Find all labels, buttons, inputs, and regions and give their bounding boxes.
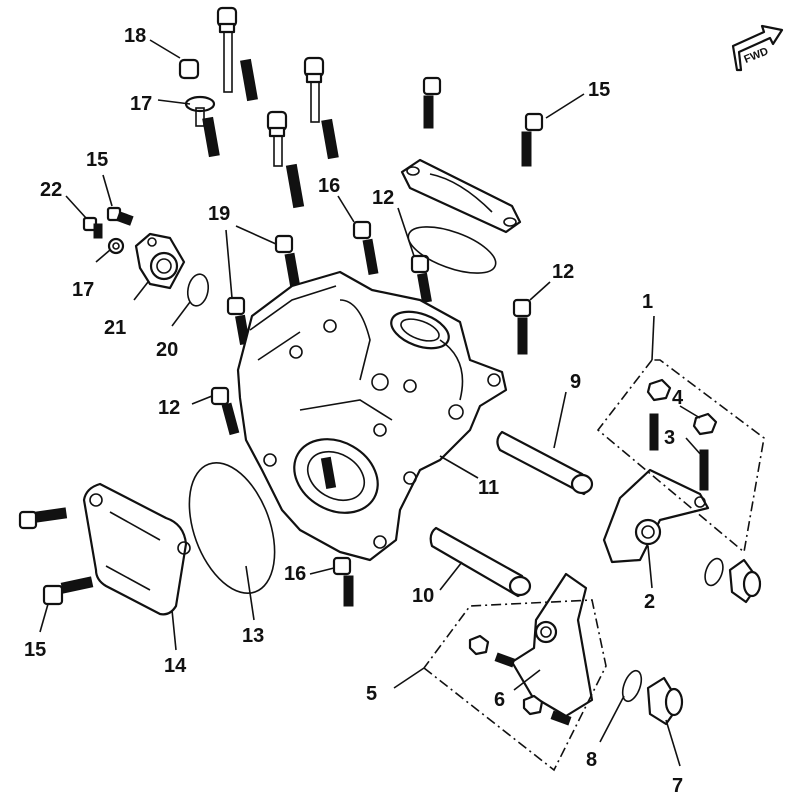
callout-12-left: 12 [158,397,180,419]
rocker-arm-6 [510,572,594,718]
gasket-13 [188,461,276,595]
bolt-12-center [410,254,432,304]
fwd-arrow: FWD [731,24,784,72]
shaft-9 [496,430,594,496]
bolt-19 [274,234,301,290]
callout-4: 4 [672,387,684,409]
callout-1: 1 [642,291,653,313]
stud-3-right [699,449,709,491]
group-box-1 [596,359,765,554]
callout-14: 14 [164,655,187,677]
cover-plate-top [400,158,522,234]
callout-13: 13 [242,625,264,647]
bolt-15-left-lower [42,576,94,606]
nut-6-a [468,634,490,656]
callout-17-top: 17 [130,93,152,115]
bolt-15-right [521,112,544,167]
washer-17-small [107,237,125,255]
callout-11: 11 [478,477,499,499]
callout-15-left: 15 [24,639,46,661]
shaft-10 [429,526,532,598]
callout-15-top-right: 15 [588,79,610,101]
leader-lines [39,39,703,767]
stud-6-b [550,710,572,726]
bolt-16-upper [352,220,379,276]
bolt-15-small [106,206,134,226]
callout-21: 21 [104,317,126,339]
o-ring-top [407,226,497,274]
callout-15-small: 15 [86,149,108,171]
bolt-15-left-upper [18,507,68,530]
callout-16-upper: 16 [318,175,340,197]
stud-6-a [494,652,516,668]
callout-22: 22 [40,179,62,201]
callout-5: 5 [366,683,377,705]
callout-18: 18 [124,25,146,47]
callout-labels: 18 17 15 15 22 17 21 20 16 19 12 12 12 1… [24,25,684,797]
callout-12-center: 12 [372,187,394,209]
head-bolt-1 [216,6,258,102]
nut-4-right [692,412,718,436]
bolt-19-lower [226,296,250,346]
bolt-12-left [210,386,240,436]
callout-2: 2 [644,591,655,613]
cap-7-upper [704,557,762,604]
stud-3-left [649,413,659,451]
cap-7-lower [621,669,684,726]
bolt-12-right [512,298,532,355]
nut-6-b [522,694,544,716]
cylinder-head [236,270,508,562]
callout-8: 8 [586,749,597,771]
callout-6: 6 [494,689,505,711]
nut-4-left [646,378,672,402]
bolt-22 [82,216,103,239]
callout-9: 9 [570,371,581,393]
rocker-arm-2 [602,468,710,564]
callout-17-small: 17 [72,279,94,301]
housing-21 [134,232,186,290]
callout-12-right: 12 [552,261,574,283]
group-box-5 [423,599,607,772]
callout-16-lower: 16 [284,563,306,585]
head-bolt-3 [266,110,305,209]
callout-20: 20 [156,339,178,361]
callout-10: 10 [412,585,434,607]
bolt-15-top [422,76,442,129]
head-bolt-2 [303,56,339,160]
callout-7: 7 [672,775,683,797]
bolt-16-lower [332,556,354,607]
o-ring-20 [186,273,210,307]
callout-3: 3 [664,427,675,449]
side-cover-14 [82,482,191,616]
head-bolt-4 [178,58,220,158]
callout-19: 19 [208,203,230,225]
